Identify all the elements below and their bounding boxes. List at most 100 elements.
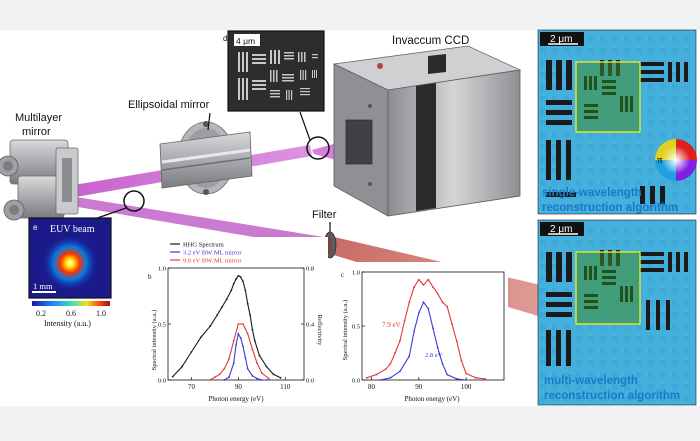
chart-c-series-1-point [455,378,458,380]
chart-b-series-1-point [244,356,247,359]
chart-c-series-0-point [441,301,444,304]
chart-b-series-0-point [181,365,184,368]
chart-c-series-1-line [380,301,467,381]
chart-b-series-2-point [223,367,226,370]
chart-b-series-0-point [216,314,219,316]
chart-c-series-0-point [394,352,396,354]
inset-d-panel-letter: d [223,34,227,43]
chart-c-series-1-point [422,301,425,304]
chart-b-xlabel: Photon energy (eV) [208,395,264,403]
phase-color-wheel: π [655,139,697,181]
chart-b-xtick-label: 70 [188,383,196,391]
chart-c-ytick-label: 0.0 [352,378,360,385]
chart-c-series-0-point [451,322,453,325]
chart-b-series-0-point [232,282,235,285]
chart-c-annotation-red: 7.9 eV [382,321,401,329]
inset-d-resolution-target: d 4 μm [223,30,325,112]
multilayer-mirror-mount [0,139,79,221]
chart-b-series-0-point [171,375,174,378]
callout-line-ccd [299,111,311,141]
recon-top-caption-line2: reconstruction algorithm [542,202,678,214]
chart-c-series-0-line [366,279,486,380]
chart-b-y2tick-label: 0.0 [306,378,314,385]
chart-c-series-0-point [403,319,406,322]
chart-c-series-0-point [413,286,415,288]
chart-b-series-0-point [239,276,242,278]
recon-bottom-caption-line1: multi-wavelength [544,375,638,387]
chart-b-series-2-point [246,332,249,335]
chart-b-series-2-point [232,339,235,342]
inset-e-panel-letter: e [33,223,38,232]
chart-c-series-1-point [417,312,420,314]
recon-top-caption-line1: single-wavelength [542,187,642,199]
chart-c-xtick-label: 90 [415,383,423,391]
recon-bottom-scalebar: 2 μm [550,224,572,235]
chart-b-series-2-point [242,323,244,325]
inset-d-scalebar: 4 μm [236,36,255,46]
chart-c-series-0-point [417,278,420,281]
bottom-margin-band [0,406,700,441]
chart-b-series-1-point [228,376,230,379]
chart-b-series-0-point [221,306,223,309]
chart-c-series-1-point [427,307,430,310]
chart-b-y2tick-label: 0.4 [306,322,315,329]
chart-b-series-0-point [190,351,193,353]
chart-b: b Spectral intensity (a.u.) Reflectivity… [146,237,328,403]
chart-b-series-0-point [272,373,275,376]
chart-c: c Spectral intensity (a.u.) Photon energ… [338,262,508,404]
chart-c-series-0-point [422,284,425,286]
phase-pi-symbol: π [657,154,663,166]
chart-b-series-1-point [260,379,263,381]
chart-b-series-0-point [246,302,249,305]
ccd-camera [332,45,522,217]
chart-b-series-0-point [253,339,256,342]
reconstruction-top: 2 μm π single-wavelength reconstruction … [537,29,697,215]
label-ellipsoidal-mirror: Ellipsoidal mirror [128,99,210,111]
chart-c-series-1-point [436,346,439,349]
chart-c-series-0-point [365,376,368,379]
chart-b-series-0-point [209,325,212,328]
chart-c-series-0-point [455,340,458,342]
chart-b-series-2-point [260,372,263,374]
roi-box-bottom [575,251,641,325]
ellipsoidal-mirror [159,121,253,195]
chart-c-series-0-point [375,373,378,376]
chart-b-ytick-label: 0.0 [158,378,166,385]
callout-circle-ccd [306,136,330,160]
chart-b-series-1-point [235,344,237,346]
chart-c-series-1-point [432,327,434,330]
recon-top-scalebar: 2 μm [550,34,572,45]
chart-c-annotation-blue: 2.8 eV [425,352,443,359]
ellipsoidal-pointer [207,112,211,131]
label-multilayer-line2: mirror [22,126,51,138]
reconstruction-bottom: 2 μm multi-wavelength reconstruction alg… [537,219,697,406]
chart-c-series-0-point [427,278,430,281]
chart-c-series-0-point [399,340,401,342]
chart-b-series-1-point [265,379,268,381]
chart-c-ytick-label: 1.0 [352,270,360,277]
chart-b-series-1-point [256,377,258,380]
chart-b-ytick-label: 1.0 [158,266,166,273]
chart-b-legend-1: 3.2 eV BW ML mirror [183,250,242,257]
chart-b-ylabel: Spectral intensity (a.u.) [151,310,158,371]
chart-b-series-1-point [237,332,240,335]
inset-e-scalebar: 1 mm [33,281,53,291]
top-margin-band [0,0,700,30]
chart-c-series-0-point [460,359,463,362]
chart-b-series-2-point [256,362,258,365]
colorbar-tick-2: 1.0 [96,309,106,318]
chart-c-ytick-label: 0.5 [352,324,360,331]
chart-b-series-0-point [199,336,202,339]
chart-c-series-0-point [474,376,477,379]
chart-b-series-1-point [246,367,249,370]
chart-b-series-0-point [279,376,282,379]
chart-b-series-0-point [230,289,233,292]
chart-b-series-2-point [237,323,240,325]
inset-e-euv-beam: e EUV beam 1 mm 0.2 0.6 1.0 Intensity (a… [28,217,112,328]
chart-c-series-0-point [389,362,392,365]
chart-c-series-1-point [441,362,444,365]
chart-b-legend-2: 9.0 eV BW ML mirror [183,258,242,265]
chart-c-series-1-point [446,373,449,376]
chart-c-xlabel: Photon energy (eV) [404,395,460,403]
